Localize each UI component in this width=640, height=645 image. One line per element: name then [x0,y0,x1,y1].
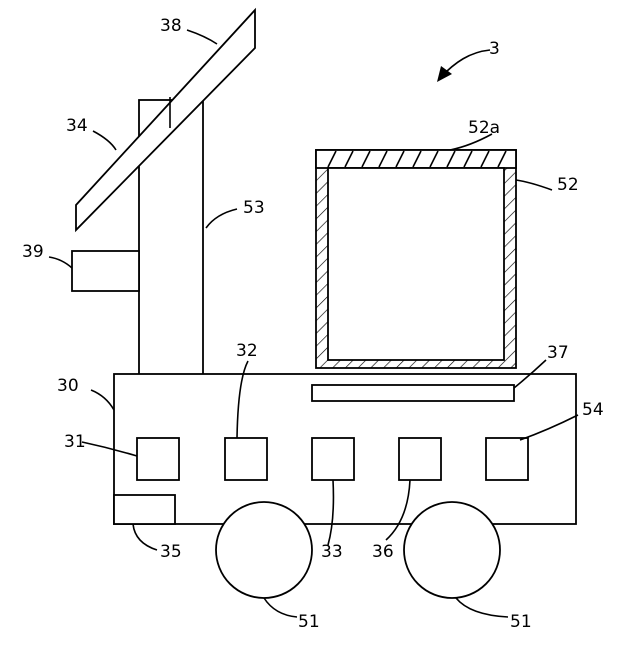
label-51-right: 51 [510,612,532,632]
label-36: 36 [372,542,394,562]
unit-33 [312,438,354,480]
wheel-left [216,502,312,598]
label-39: 39 [22,242,44,262]
label-51-left: 51 [298,612,320,632]
label-52: 52 [557,175,579,195]
label-32: 32 [236,341,258,361]
unit-31 [137,438,179,480]
label-35: 35 [160,542,182,562]
label-53: 53 [243,198,265,218]
unit-54 [486,438,528,480]
label-33: 33 [321,542,343,562]
label-38: 38 [160,16,182,36]
bar-37 [312,385,514,401]
label-54: 54 [582,400,604,420]
unit-35 [114,495,175,524]
wheel-right [404,502,500,598]
label-37: 37 [547,343,569,363]
label-3: 3 [489,39,500,59]
label-34: 34 [66,116,88,136]
unit-36 [399,438,441,480]
side-unit [72,251,139,291]
label-31: 31 [64,432,86,452]
label-30: 30 [57,376,79,396]
container-inner [328,168,504,360]
label-52a: 52a [468,118,500,138]
unit-32 [225,438,267,480]
